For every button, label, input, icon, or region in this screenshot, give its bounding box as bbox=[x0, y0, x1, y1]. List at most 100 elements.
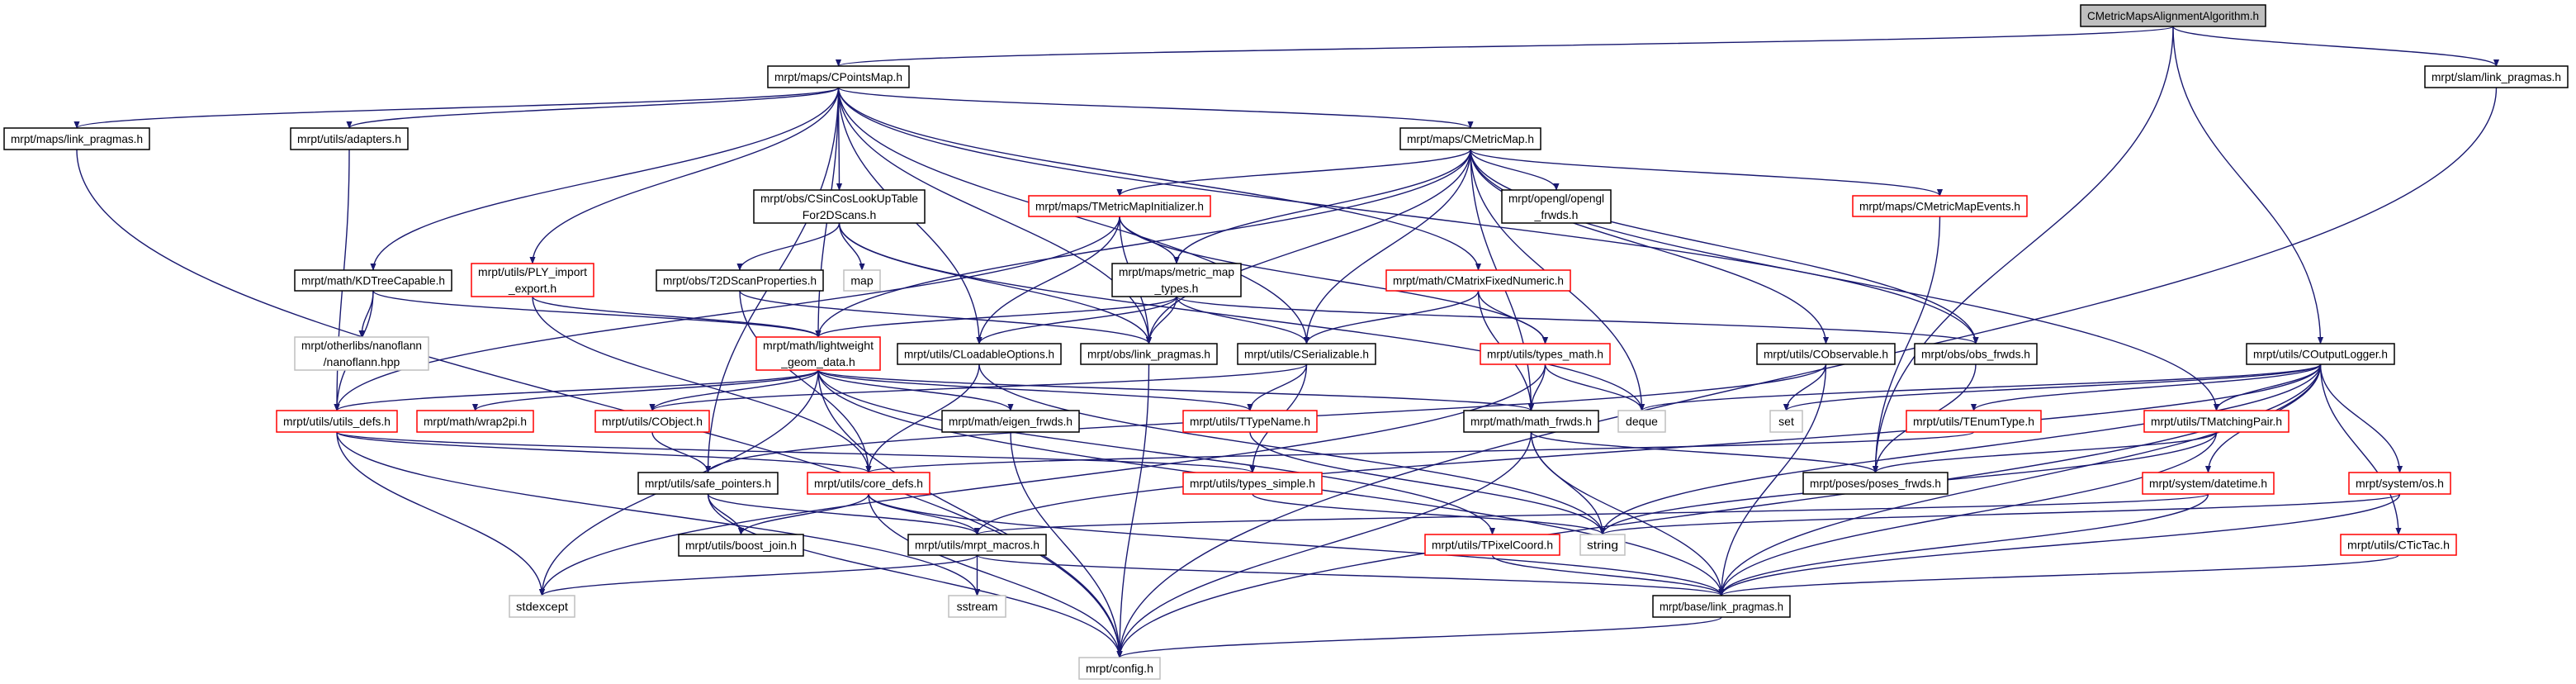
node-label: mrpt/math/KDTreeCapable.h bbox=[301, 274, 445, 287]
node-typesmath[interactable]: mrpt/utils/types_math.h bbox=[1480, 343, 1611, 365]
edge-cmfn-to-cserial bbox=[1303, 290, 1480, 344]
node-datetime[interactable]: mrpt/system/datetime.h bbox=[2142, 472, 2275, 495]
node-tictac[interactable]: mrpt/utils/CTicTac.h bbox=[2340, 534, 2457, 556]
edge-slam_lp-to-config bbox=[1116, 87, 2498, 658]
node-cobservable[interactable]: mrpt/utils/CObservable.h bbox=[1756, 343, 1896, 365]
node-box bbox=[755, 336, 881, 371]
node-boostjoin[interactable]: mrpt/utils/boost_join.h bbox=[678, 534, 804, 557]
node-ttypename[interactable]: mrpt/utils/TTypeName.h bbox=[1182, 410, 1318, 433]
node-slam_lp[interactable]: mrpt/slam/link_pragmas.h bbox=[2424, 65, 2569, 88]
edge-cmetricmap-to-mmtypes bbox=[1173, 149, 1471, 264]
node-box bbox=[294, 336, 429, 371]
edge-datetime-to-macros bbox=[974, 493, 2209, 535]
node-label: mrpt/opengl/opengl bbox=[1508, 192, 1604, 205]
node-box bbox=[1111, 263, 1242, 297]
node-map: map bbox=[843, 269, 881, 292]
node-cloadable[interactable]: mrpt/utils/CLoadableOptions.h bbox=[897, 343, 1062, 365]
edge-tmmi-to-cloadable bbox=[976, 216, 1120, 344]
node-cmetricmap[interactable]: mrpt/maps/CMetricMap.h bbox=[1399, 127, 1541, 150]
node-macros[interactable]: mrpt/utils/mrpt_macros.h bbox=[907, 534, 1047, 556]
node-os[interactable]: mrpt/system/os.h bbox=[2348, 472, 2451, 495]
node-ply[interactable]: mrpt/utils/PLY_import_export.h bbox=[471, 263, 594, 297]
node-label: mrpt/utils/PLY_import bbox=[478, 265, 587, 278]
edge-events-to-posesfrwds bbox=[1872, 216, 1941, 473]
node-box bbox=[678, 534, 804, 557]
edge-macros-to-stdexcept bbox=[539, 554, 978, 596]
node-safeptr[interactable]: mrpt/utils/safe_pointers.h bbox=[637, 472, 779, 495]
node-mmtypes[interactable]: mrpt/maps/metric_map_types.h bbox=[1111, 263, 1242, 297]
edge-root-to-posesfrwds bbox=[1872, 26, 2174, 473]
node-maps_lp[interactable]: mrpt/maps/link_pragmas.h bbox=[3, 127, 150, 150]
node-label: For2DScans.h bbox=[803, 208, 876, 221]
node-eigen[interactable]: mrpt/math/eigen_frwds.h bbox=[941, 410, 1080, 433]
node-label: CMetricMapsAlignmentAlgorithm.h bbox=[2087, 9, 2259, 22]
edge-kdtree-to-nanoflann bbox=[358, 290, 374, 338]
node-wrap2pi[interactable]: mrpt/math/wrap2pi.h bbox=[416, 410, 534, 433]
node-lwgeom[interactable]: mrpt/math/lightweight_geom_data.h bbox=[755, 336, 881, 371]
edge-mathfrwds-to-posesfrwds bbox=[1530, 431, 1878, 473]
node-label: mrpt/utils/boost_join.h bbox=[685, 539, 797, 552]
node-kdtree[interactable]: mrpt/math/KDTreeCapable.h bbox=[294, 269, 452, 292]
node-t2dscan[interactable]: mrpt/obs/T2DScanProperties.h bbox=[656, 269, 824, 292]
node-obs_lp[interactable]: mrpt/obs/link_pragmas.h bbox=[1080, 343, 1218, 365]
node-coutlog[interactable]: mrpt/utils/COutputLogger.h bbox=[2246, 343, 2395, 365]
node-cserial[interactable]: mrpt/utils/CSerializable.h bbox=[1237, 343, 1376, 365]
node-root: CMetricMapsAlignmentAlgorithm.h bbox=[2080, 4, 2266, 27]
node-label: mrpt/utils/types_simple.h bbox=[1190, 477, 1315, 490]
node-label: mrpt/utils/mrpt_macros.h bbox=[915, 539, 1039, 552]
edge-coredefs-to-base_lp bbox=[868, 493, 1725, 596]
edge-cmetricmap-to-tmatch bbox=[1470, 149, 2220, 411]
edge-os-to-string bbox=[1599, 493, 2401, 535]
node-nanoflann: mrpt/otherlibs/nanoflann/nanoflann.hpp bbox=[294, 336, 429, 371]
node-obsfrwds[interactable]: mrpt/obs/obs_frwds.h bbox=[1914, 343, 2038, 365]
edge-cmetricmap-to-events bbox=[1470, 149, 1943, 197]
node-box bbox=[2340, 534, 2457, 556]
nodes-layer: CMetricMapsAlignmentAlgorithm.h mrpt/slam… bbox=[3, 4, 2569, 680]
node-tpixel[interactable]: mrpt/utils/TPixelCoord.h bbox=[1424, 534, 1560, 556]
edge-coutlog-to-macros bbox=[974, 363, 2322, 535]
node-label: mrpt/math/math_frwds.h bbox=[1470, 415, 1592, 428]
edge-tictac-to-base_lp bbox=[1718, 554, 2399, 596]
node-label: mrpt/math/wrap2pi.h bbox=[424, 415, 527, 428]
node-base_lp[interactable]: mrpt/base/link_pragmas.h bbox=[1652, 595, 1791, 618]
node-mathfrwds[interactable]: mrpt/math/math_frwds.h bbox=[1463, 410, 1599, 433]
node-events[interactable]: mrpt/maps/CMetricMapEvents.h bbox=[1852, 195, 2028, 217]
node-box bbox=[471, 263, 594, 297]
edge-tenum-to-coredefs bbox=[865, 431, 1975, 473]
node-typessimple[interactable]: mrpt/utils/types_simple.h bbox=[1182, 472, 1323, 495]
edge-tmatch-to-posesfrwds bbox=[1873, 431, 2218, 473]
node-set: set bbox=[1769, 410, 1803, 433]
node-tmatch[interactable]: mrpt/utils/TMatchingPair.h bbox=[2143, 410, 2290, 433]
node-label: mrpt/slam/link_pragmas.h bbox=[2432, 70, 2561, 83]
edge-cmetricmap-to-lwgeom bbox=[815, 149, 1471, 338]
node-box bbox=[897, 343, 1062, 365]
node-label: mrpt/obs/obs_frwds.h bbox=[1921, 348, 2030, 361]
node-tmmi[interactable]: mrpt/maps/TMetricMapInitializer.h bbox=[1028, 195, 1211, 217]
node-label: mrpt/base/link_pragmas.h bbox=[1660, 600, 1783, 613]
node-box bbox=[1080, 343, 1218, 365]
edge-lwgeom-to-cobject bbox=[649, 369, 819, 411]
edge-root-to-coutlog bbox=[2172, 26, 2324, 344]
node-label: mrpt/math/CMatrixFixedNumeric.h bbox=[1393, 274, 1564, 287]
node-label: mrpt/utils/CTicTac.h bbox=[2347, 539, 2450, 552]
node-box bbox=[1579, 534, 1626, 556]
node-coredefs[interactable]: mrpt/utils/core_defs.h bbox=[807, 472, 930, 495]
edge-lwgeom-to-wrap2pi bbox=[472, 369, 819, 411]
node-label: _frwds.h bbox=[1534, 208, 1579, 221]
edge-mmtypes-to-obsfrwds bbox=[1176, 296, 1979, 344]
node-box bbox=[509, 595, 575, 618]
edge-cloadable-to-string bbox=[978, 363, 1606, 535]
node-posesfrwds[interactable]: mrpt/poses/poses_frwds.h bbox=[1802, 472, 1949, 495]
node-tenum[interactable]: mrpt/utils/TEnumType.h bbox=[1906, 410, 2042, 433]
node-label: mrpt/poses/poses_frwds.h bbox=[1810, 477, 1941, 490]
node-adapters[interactable]: mrpt/utils/adapters.h bbox=[290, 127, 409, 150]
node-cmfn[interactable]: mrpt/math/CMatrixFixedNumeric.h bbox=[1385, 269, 1571, 292]
node-utilsdefs[interactable]: mrpt/utils/utils_defs.h bbox=[276, 410, 398, 433]
node-opengl[interactable]: mrpt/opengl/opengl _frwds.h bbox=[1501, 189, 1612, 224]
node-cobject[interactable]: mrpt/utils/CObject.h bbox=[594, 410, 710, 433]
node-cpointsmap[interactable]: mrpt/maps/CPointsMap.h bbox=[767, 65, 910, 88]
edge-cmetricmap-to-tmmi bbox=[1116, 149, 1471, 197]
edge-lwgeom-to-utilsdefs bbox=[334, 369, 819, 411]
node-box bbox=[594, 410, 710, 433]
